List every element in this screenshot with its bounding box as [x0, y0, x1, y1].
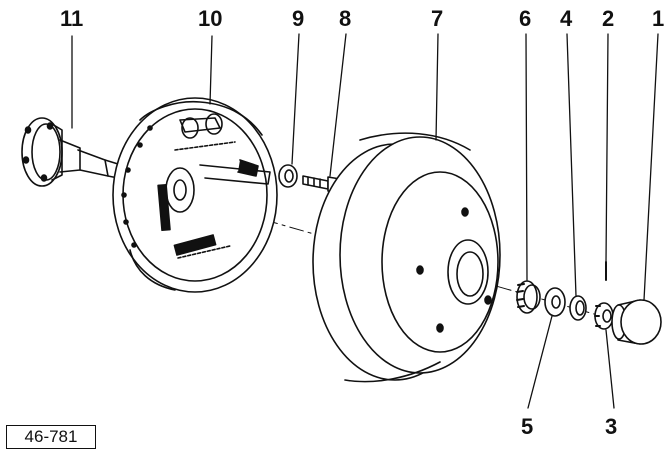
reference-code: 46-781 — [24, 427, 78, 446]
part-label-2: 2 — [602, 6, 615, 31]
part-label-7: 7 — [431, 6, 444, 31]
castle-nut — [594, 302, 614, 330]
brake-drum — [312, 132, 501, 383]
brake-backing-plate — [112, 97, 278, 293]
reference-code-box: 46-781 — [6, 425, 96, 449]
part-label-10: 10 — [198, 6, 223, 31]
part-label-9: 9 — [292, 6, 305, 31]
leader-lines — [71, 33, 659, 409]
part-label-11: 11 — [60, 6, 84, 31]
washer — [278, 164, 298, 188]
stub-axle — [21, 117, 119, 187]
part-label-8: 8 — [339, 6, 352, 31]
inner-race — [569, 295, 587, 321]
part-label-3: 3 — [605, 414, 618, 439]
part-label-1: 1 — [652, 6, 665, 31]
part-label-6: 6 — [519, 6, 532, 31]
wheel-bearing — [516, 280, 541, 314]
part-label-5: 5 — [521, 414, 534, 439]
grease-cap — [611, 299, 662, 345]
part-label-4: 4 — [560, 6, 573, 31]
thrust-washer — [544, 287, 566, 317]
